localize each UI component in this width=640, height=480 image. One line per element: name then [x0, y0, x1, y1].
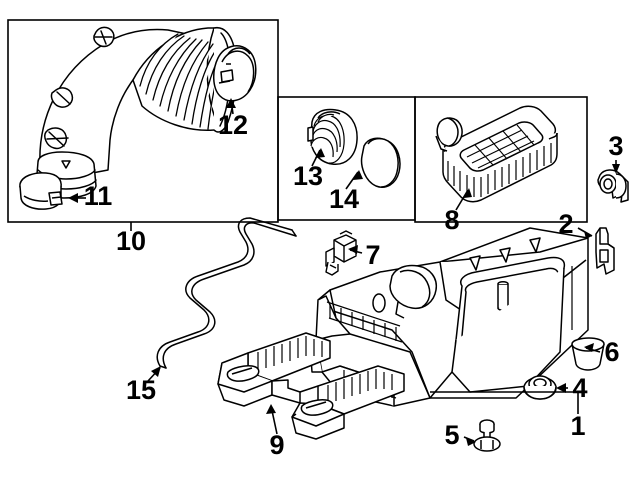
part-air-filter-element [435, 105, 558, 203]
callout-label-15: 15 [126, 375, 156, 405]
leader-8 [455, 189, 469, 211]
callout-label-10: 10 [116, 226, 146, 256]
leader-5 [463, 436, 475, 442]
callout-label-2: 2 [558, 209, 573, 239]
part-sleeve-bushing [571, 337, 605, 371]
callout-label-5: 5 [444, 420, 459, 450]
part-air-intake-sensor [325, 230, 357, 276]
part-grommet-bushing-bracket [597, 169, 629, 203]
part-intake-duct-resonator [217, 332, 405, 440]
callout-label-4: 4 [572, 373, 587, 403]
part-mounting-bracket-clip [595, 227, 615, 275]
callout-label-3: 3 [608, 131, 623, 161]
callout-label-13: 13 [293, 161, 323, 191]
part-cover-cap [360, 137, 401, 188]
callout-label-12: 12 [218, 110, 248, 140]
callout-label-8: 8 [444, 205, 459, 235]
callout-labels: 1 2 3 4 5 6 7 8 9 10 11 12 13 14 15 [84, 110, 624, 460]
callout-label-9: 9 [269, 430, 284, 460]
group-boxes [7, 19, 588, 223]
callout-label-7: 7 [365, 240, 380, 270]
part-vent-tube [156, 217, 297, 369]
part-hose-clamp-lower [19, 172, 63, 210]
callout-label-1: 1 [570, 411, 585, 441]
callout-label-11: 11 [84, 181, 113, 211]
group-box-filter [414, 96, 588, 223]
part-air-cleaner-housing [309, 227, 589, 407]
part-mounting-grommet [523, 375, 557, 400]
part-hose-clamp-upper [213, 45, 257, 102]
part-threaded-cap [307, 108, 358, 165]
callout-label-6: 6 [604, 337, 619, 367]
part-push-pin-clip [473, 419, 501, 452]
callout-arrowheads [68, 98, 620, 446]
callout-label-14: 14 [329, 184, 359, 214]
leader-14 [345, 171, 359, 190]
